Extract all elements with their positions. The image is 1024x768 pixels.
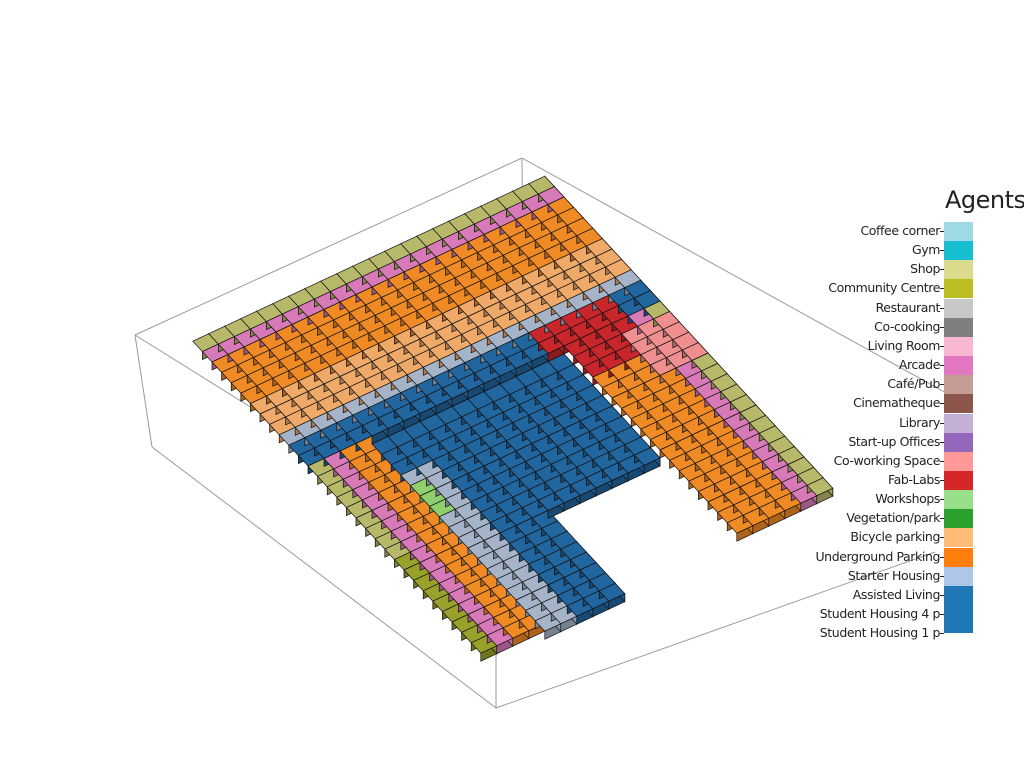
legend-item: Coffee corner xyxy=(800,222,1024,241)
legend-swatch xyxy=(944,585,973,605)
legend-item-label: Library xyxy=(899,414,940,430)
voxel-model xyxy=(192,175,834,662)
legend-swatch xyxy=(944,356,973,376)
legend-item: Arcade xyxy=(800,356,1024,376)
legend-item-label: Co-cooking xyxy=(874,318,940,334)
legend-item-label: Community Centre xyxy=(828,280,940,296)
legend-item: Bicycle parking xyxy=(800,528,1024,548)
legend-item: Assisted Living xyxy=(800,585,1024,605)
legend-item: Gym xyxy=(800,241,1024,261)
legend-tick xyxy=(940,307,944,309)
legend-item-label: Starter Housing xyxy=(847,567,941,583)
legend-item: Co-working Space xyxy=(800,451,1024,471)
legend-item: Café/Pub xyxy=(800,375,1024,395)
legend-swatch xyxy=(944,490,973,510)
legend-item-label: Coffee corner xyxy=(860,223,940,238)
legend-swatch xyxy=(944,432,973,452)
legend-item: Underground Parking xyxy=(800,547,1024,567)
legend-tick xyxy=(940,288,944,290)
legend-item-label: Shop xyxy=(910,261,940,277)
legend-item: Library xyxy=(800,413,1024,433)
legend-tick xyxy=(940,250,944,252)
legend-item-label: Assisted Living xyxy=(852,586,941,602)
legend-swatch xyxy=(944,605,973,633)
legend-item-label: Start-up Offices xyxy=(848,433,940,449)
legend-item-label: Co-working Space xyxy=(833,452,941,468)
legend-tick xyxy=(940,614,944,615)
legend-swatch xyxy=(944,566,973,586)
legend-item-label: Student Housing 4 p xyxy=(819,606,941,621)
legend-item: Shop xyxy=(800,260,1024,280)
legend-item: Start-up Offices xyxy=(800,432,1024,452)
legend-item: Vegetation/park xyxy=(800,509,1024,529)
legend-swatch xyxy=(944,241,973,261)
legend-tick xyxy=(940,326,944,328)
legend-item: Fab-Labs xyxy=(800,470,1024,490)
legend-item: Restaurant xyxy=(800,298,1024,318)
legend-item-label: Underground Parking xyxy=(815,548,940,564)
legend-item-label: Restaurant xyxy=(875,299,941,315)
legend-tick xyxy=(940,231,944,232)
legend-swatch xyxy=(944,260,973,280)
legend-item-label: Fab-Labs xyxy=(887,471,940,487)
legend-title: Agents xyxy=(945,186,1024,214)
legend-swatch xyxy=(944,528,973,548)
legend-item-label: Vegetation/park xyxy=(846,510,940,526)
legend-item-label: Gym xyxy=(911,242,940,258)
legend-item-label: Student Housing 1 p xyxy=(819,625,941,641)
legend-item: Community Centre xyxy=(800,279,1024,299)
voxel-face xyxy=(806,477,834,497)
legend-item-label: Bicycle parking xyxy=(850,529,940,545)
legend-tick xyxy=(940,345,944,347)
legend-item-label: Living Room xyxy=(867,337,941,353)
legend-swatch xyxy=(944,298,973,318)
legend-swatch xyxy=(944,375,973,395)
legend-item: Student Housing 1 p xyxy=(800,624,1024,643)
legend-swatch xyxy=(944,222,973,241)
legend-item: Co-cooking xyxy=(800,317,1024,337)
legend-tick xyxy=(940,441,944,443)
legend-swatch xyxy=(944,547,973,567)
legend-swatch xyxy=(944,336,973,356)
legend-tick xyxy=(940,422,944,424)
legend-swatch xyxy=(944,470,973,490)
legend-swatch xyxy=(944,317,973,337)
legend-item: Workshops xyxy=(800,490,1024,510)
legend-swatch xyxy=(944,509,973,529)
legend-swatch xyxy=(944,451,973,471)
voxel-face xyxy=(598,582,626,602)
legend-item-label: Workshops xyxy=(875,491,940,507)
legend-tick xyxy=(940,594,944,596)
legend-tick xyxy=(940,499,944,501)
legend-tick xyxy=(940,460,944,462)
legend-swatch xyxy=(944,413,973,433)
legend-tick xyxy=(940,556,944,558)
legend-tick xyxy=(940,384,944,386)
legend-tick xyxy=(940,403,944,405)
legend-item-label: Cinematheque xyxy=(853,395,940,411)
legend-tick xyxy=(940,269,944,271)
legend-item: Starter Housing xyxy=(800,566,1024,586)
legend-tick xyxy=(940,518,944,520)
legend-item: Cinematheque xyxy=(800,394,1024,414)
legend-tick xyxy=(940,479,944,481)
legend-tick xyxy=(940,365,944,367)
legend-item: Student Housing 4 p xyxy=(800,605,1024,624)
legend-tick xyxy=(940,633,944,635)
legend-swatch xyxy=(944,394,973,414)
legend-tick xyxy=(940,575,944,577)
legend-item-label: Arcade xyxy=(898,357,941,373)
legend-swatch xyxy=(944,279,973,299)
legend-item-label: Café/Pub xyxy=(887,376,940,392)
legend-tick xyxy=(940,537,944,539)
legend-item: Living Room xyxy=(800,336,1024,356)
